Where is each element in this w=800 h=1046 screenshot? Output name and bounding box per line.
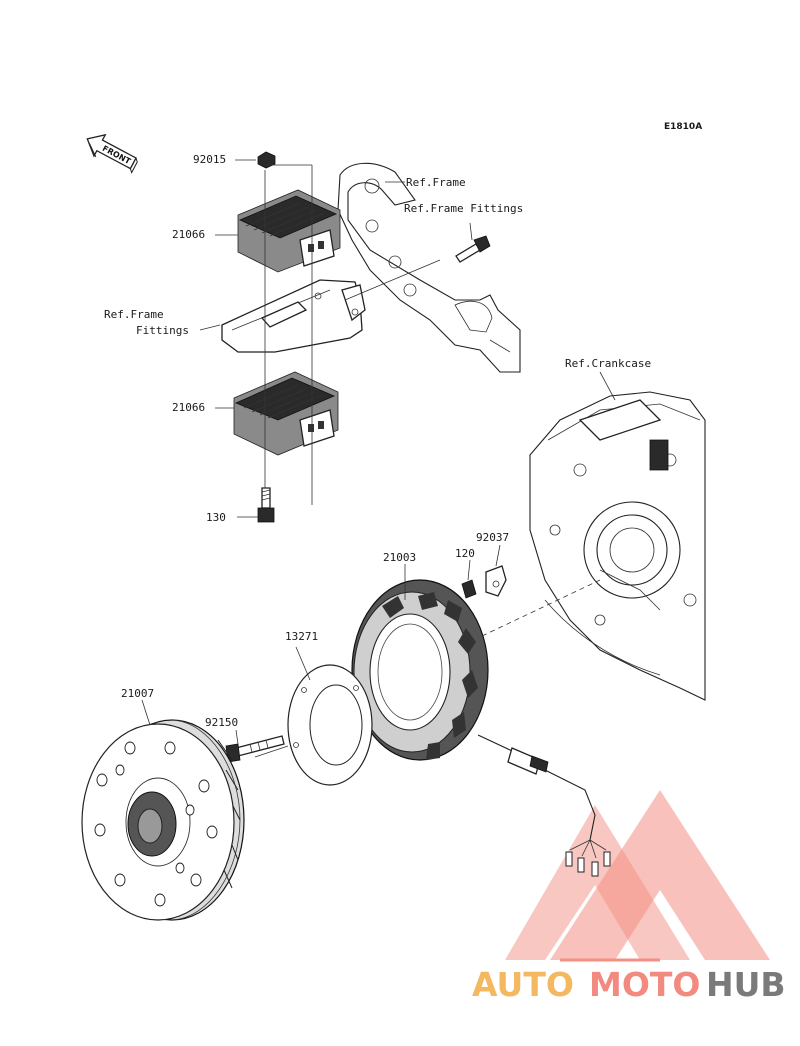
frame-outline bbox=[337, 162, 521, 373]
label-21066-top: 21066 bbox=[172, 228, 205, 241]
regulator-upper bbox=[237, 189, 341, 273]
label-92037: 92037 bbox=[476, 531, 509, 544]
watermark-hub: HUB bbox=[706, 965, 786, 1004]
frame-fitting-bolt bbox=[455, 235, 491, 263]
label-ref-frame-fittings-left-2: Fittings bbox=[136, 324, 189, 337]
label-21066-bottom: 21066 bbox=[172, 401, 205, 414]
label-130: 130 bbox=[206, 511, 226, 524]
bolt-120 bbox=[461, 579, 477, 599]
watermark-moto: MOTO bbox=[589, 965, 700, 1004]
label-92150: 92150 bbox=[205, 716, 238, 729]
assembly-axis-line-2 bbox=[254, 745, 289, 758]
label-120: 120 bbox=[455, 547, 475, 560]
bolt-130 bbox=[257, 487, 275, 523]
rotor-21007 bbox=[81, 719, 245, 921]
front-arrow-icon: FRONT bbox=[86, 133, 138, 174]
watermark-auto: AUTO bbox=[472, 965, 574, 1004]
label-13271: 13271 bbox=[285, 630, 318, 643]
label-21007: 21007 bbox=[121, 687, 154, 700]
mounting-plate bbox=[221, 279, 366, 353]
gasket-13271 bbox=[287, 664, 373, 786]
watermark-logo-triangle bbox=[505, 790, 770, 962]
diagram-code: E1810A bbox=[664, 122, 702, 132]
holder-92037 bbox=[485, 565, 507, 597]
label-21003: 21003 bbox=[383, 551, 416, 564]
label-92015: 92015 bbox=[193, 153, 226, 166]
guide-lines-holder bbox=[467, 544, 501, 581]
stator-21003 bbox=[351, 579, 489, 761]
nut-92015 bbox=[257, 151, 276, 169]
bolt-92150 bbox=[225, 735, 285, 763]
guide-lines-lower bbox=[141, 371, 616, 745]
label-ref-frame-fittings-right: Ref.Frame Fittings bbox=[404, 202, 523, 215]
crankcase bbox=[529, 391, 706, 701]
label-ref-frame-fittings-left-1: Ref.Frame bbox=[104, 308, 164, 321]
watermark-logo-text: AUTO MOTO HUB bbox=[472, 965, 786, 1004]
label-ref-frame: Ref.Frame bbox=[406, 176, 466, 189]
stator-wiring bbox=[477, 734, 611, 877]
label-ref-crankcase: Ref.Crankcase bbox=[565, 357, 651, 370]
assembly-axis-line bbox=[481, 579, 601, 637]
regulator-lower bbox=[233, 371, 339, 456]
guide-lines-upper bbox=[199, 159, 473, 518]
